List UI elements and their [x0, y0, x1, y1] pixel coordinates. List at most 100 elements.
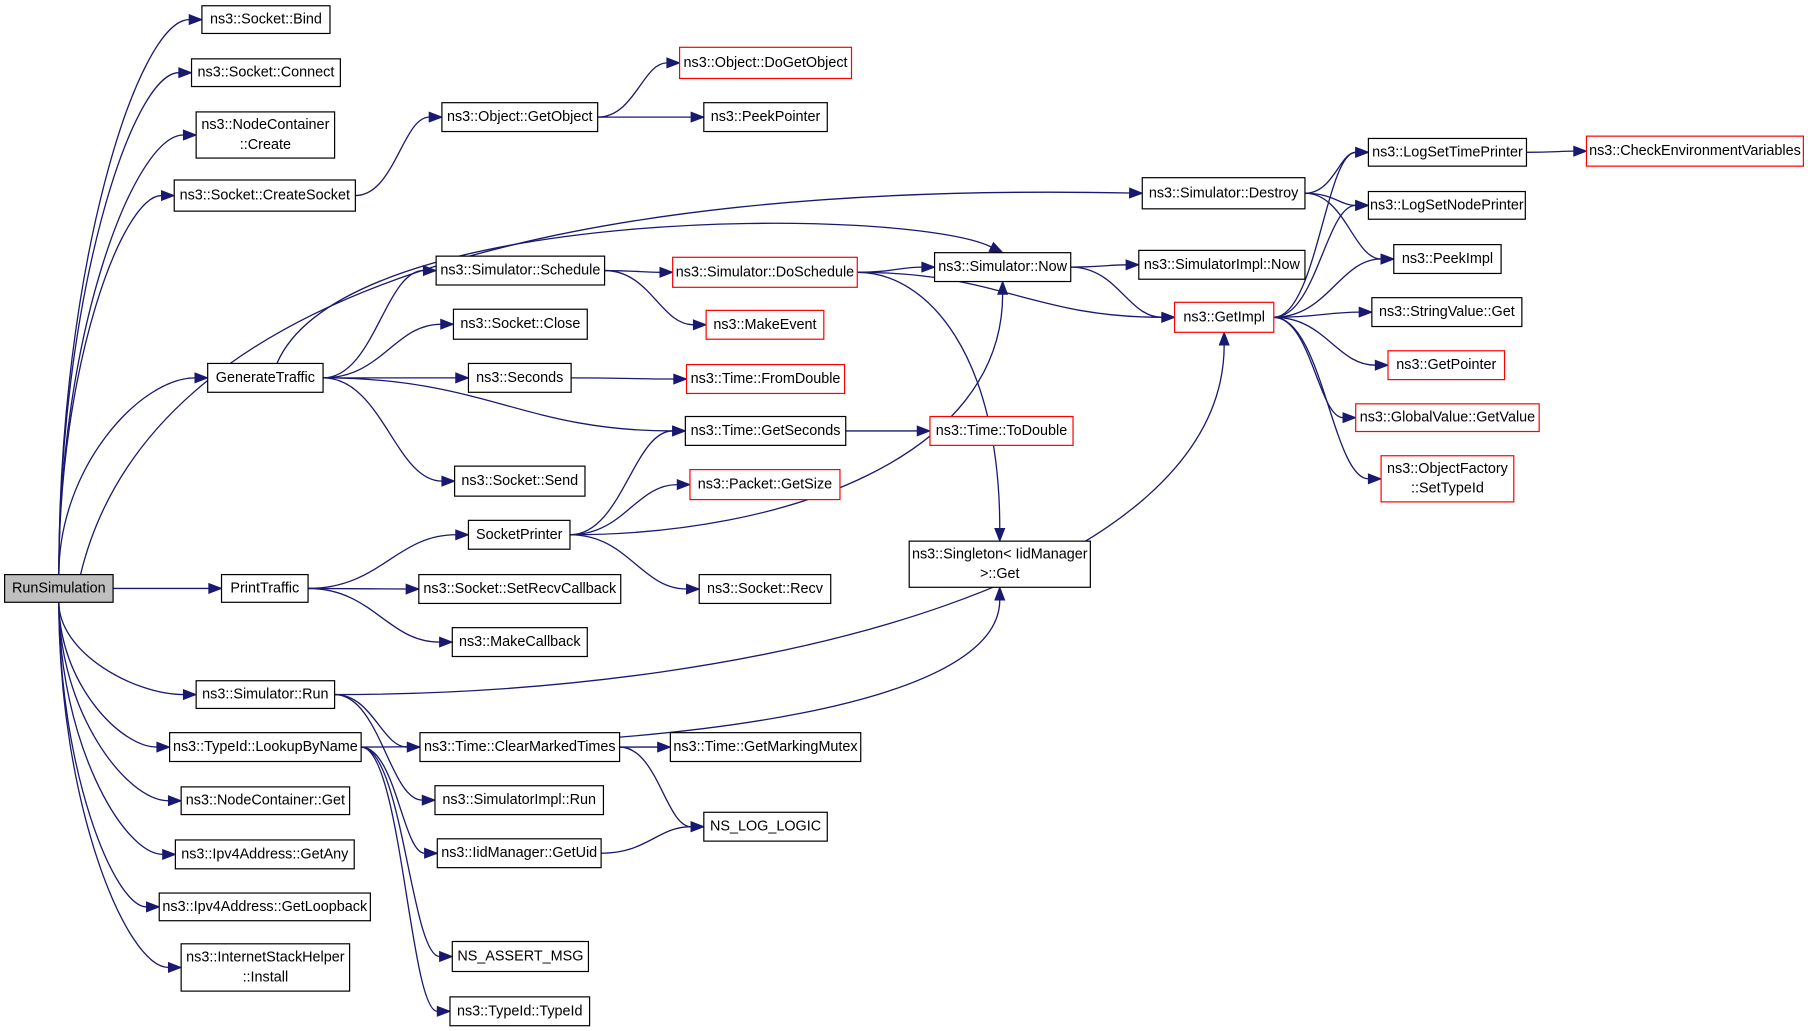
edge-line	[1273, 151, 1356, 318]
edge-socket_printer-to-packet_getsize	[569, 479, 692, 536]
node-label: ns3::Object::DoGetObject	[684, 55, 848, 71]
node-time-clearmarkedtimes[interactable]: ns3::Time::ClearMarkedTimes	[419, 732, 621, 763]
node-time-getmarkingmutex[interactable]: ns3::Time::GetMarkingMutex	[669, 732, 862, 763]
node-globalvalue-getvalue[interactable]: ns3::GlobalValue::GetValue	[1355, 403, 1540, 433]
node-iidmanager-getuid[interactable]: ns3::IidManager::GetUid	[436, 838, 602, 869]
arrowhead-icon	[994, 527, 1006, 543]
node-socket-close[interactable]: ns3::Socket::Close	[452, 308, 588, 340]
node-logsetnodeprinter[interactable]: ns3::LogSetNodePrinter	[1367, 190, 1526, 220]
node-nodecontainer-create[interactable]: ns3::NodeContainer::Create	[195, 111, 336, 159]
node-socket-send[interactable]: ns3::Socket::Send	[453, 465, 586, 497]
node-box	[4, 573, 114, 603]
node-box	[685, 363, 846, 395]
node-print-traffic[interactable]: PrintTraffic	[220, 573, 309, 603]
node-socket-printer[interactable]: SocketPrinter	[467, 519, 571, 550]
node-peekimpl[interactable]: ns3::PeekImpl	[1393, 244, 1502, 275]
arrowhead-icon	[1128, 187, 1144, 199]
edge-line	[308, 534, 456, 590]
node-singleton-get[interactable]: ns3::Singleton< IidManager >::Get	[908, 540, 1091, 588]
node-ns-assert-msg[interactable]: NS_ASSERT_MSG	[451, 940, 590, 973]
node-stringvalue-get[interactable]: ns3::StringValue::Get	[1371, 297, 1523, 328]
node-simulator-now[interactable]: ns3::Simulator::Now	[933, 252, 1072, 283]
arrowhead-icon	[690, 821, 706, 833]
edge-run_simulation-to-nodecontainer_get	[58, 602, 183, 807]
node-peekpointer[interactable]: ns3::PeekPointer	[703, 102, 828, 133]
node-socket-connect[interactable]: ns3::Socket::Connect	[190, 58, 341, 88]
edge-typeid_lookupbyname-to-iidmanager_getuid	[361, 746, 439, 859]
node-label: ns3::NodeContainer	[201, 117, 329, 133]
node-socket-bind[interactable]: ns3::Socket::Bind	[201, 5, 331, 35]
node-label: ns3::Ipv4Address::GetLoopback	[162, 899, 368, 915]
arrowhead-icon	[657, 741, 672, 753]
node-ipv4address-getloopback[interactable]: ns3::Ipv4Address::GetLoopback	[158, 892, 371, 922]
node-time-todouble[interactable]: ns3::Time::ToDouble	[929, 415, 1074, 446]
node-socket-createsocket[interactable]: ns3::Socket::CreateSocket	[173, 179, 356, 212]
edge-line	[58, 18, 190, 575]
edge-line	[355, 116, 430, 197]
arrowhead-icon	[1342, 412, 1358, 424]
edge-socket_printer-to-time_getseconds	[569, 425, 687, 536]
node-simulator-schedule[interactable]: ns3::Simulator::Schedule	[435, 255, 606, 286]
edge-line	[58, 602, 163, 856]
node-box	[1585, 135, 1804, 167]
node-label: ns3::Socket::SetRecvCallback	[423, 581, 617, 597]
node-ns-log-logic[interactable]: NS_LOG_LOGIC	[703, 811, 828, 842]
node-makeevent[interactable]: ns3::MakeEvent	[705, 309, 825, 340]
node-simulator-doschedule[interactable]: ns3::Simulator::DoSchedule	[672, 256, 858, 288]
arrowhead-icon	[178, 67, 193, 79]
node-label: ns3::Time::ToDouble	[936, 423, 1067, 439]
node-simulator-run[interactable]: ns3::Simulator::Run	[195, 680, 336, 710]
edge-typeid_lookupbyname-to-singleton_get	[361, 585, 1006, 748]
edge-generate_traffic-to-simulator_now	[276, 222, 1004, 364]
node-typeid-lookupbyname[interactable]: ns3::TypeId::LookupByName	[169, 732, 362, 763]
edge-line	[58, 377, 195, 575]
edge-getimpl-to-objectfactory_settypeid	[1273, 316, 1383, 485]
arrowhead-icon	[428, 111, 444, 123]
node-socket-setrecvcallback[interactable]: ns3::Socket::SetRecvCallback	[418, 573, 622, 605]
node-checkenvironmentvariables[interactable]: ns3::CheckEnvironmentVariables	[1585, 135, 1804, 167]
node-box	[435, 255, 606, 286]
node-nodecontainer-get[interactable]: ns3::NodeContainer::Get	[180, 786, 351, 816]
edge-object_getobject-to-peekpointer	[597, 111, 706, 123]
edge-line	[1304, 192, 1382, 260]
node-objectfactory-settypeid[interactable]: ns3::ObjectFactory::SetTypeId	[1380, 455, 1515, 503]
node-ipv4address-getany[interactable]: ns3::Ipv4Address::GetAny	[174, 839, 355, 870]
edge-time_clearmarkedtimes-to-time_getmarkingmutex	[619, 741, 672, 753]
edge-simulator_run-to-getimpl	[334, 330, 1230, 696]
edge-getimpl-to-logsettimeprinter	[1273, 146, 1370, 318]
node-socket-recv[interactable]: ns3::Socket::Recv	[698, 573, 832, 605]
edge-run_simulation-to-ipv4address_getloopback	[58, 602, 161, 913]
node-makecallback[interactable]: ns3::MakeCallback	[451, 627, 588, 658]
node-time-fromdouble[interactable]: ns3::Time::FromDouble	[685, 363, 846, 395]
node-logsettimeprinter[interactable]: ns3::LogSetTimePrinter	[1367, 137, 1528, 167]
node-box	[180, 786, 351, 816]
arrowhead-icon	[436, 1005, 452, 1017]
node-generate-traffic[interactable]: GenerateTraffic	[207, 362, 324, 393]
arrowhead-icon	[988, 241, 1004, 254]
node-simulatorimpl-run[interactable]: ns3::SimulatorImpl::Run	[434, 785, 605, 816]
node-typeid-typeid[interactable]: ns3::TypeId::TypeId	[449, 996, 591, 1027]
edge-line	[1070, 264, 1127, 268]
node-label: ns3::Seconds	[476, 370, 563, 386]
node-simulatorimpl-now[interactable]: ns3::SimulatorImpl::Now	[1138, 249, 1306, 280]
node-seconds[interactable]: ns3::Seconds	[467, 362, 572, 393]
node-internetstackhelper-install[interactable]: ns3::InternetStackHelper::Install	[180, 943, 351, 992]
arrowhead-icon	[208, 582, 223, 595]
edge-run_simulation-to-internetstackhelper_install	[58, 602, 183, 974]
edge-line	[571, 377, 674, 380]
node-object-getobject[interactable]: ns3::Object::GetObject	[441, 102, 599, 133]
edge-line	[619, 746, 692, 828]
node-label: ns3::Socket::Connect	[198, 65, 335, 81]
node-box	[158, 892, 371, 922]
node-label: ns3::PeekPointer	[711, 109, 821, 125]
node-getpointer[interactable]: ns3::GetPointer	[1387, 350, 1506, 381]
node-packet-getsize[interactable]: ns3::Packet::GetSize	[689, 468, 841, 501]
node-run-simulation[interactable]: RunSimulation	[4, 573, 114, 603]
node-object-dogetobject[interactable]: ns3::Object::DoGetObject	[678, 46, 853, 80]
node-time-getseconds[interactable]: ns3::Time::GetSeconds	[684, 415, 847, 446]
edge-print_traffic-to-makecallback	[308, 587, 454, 648]
node-getimpl[interactable]: ns3::GetImpl	[1173, 301, 1275, 333]
arrowhead-icon	[194, 372, 210, 384]
node-simulator-destroy[interactable]: ns3::Simulator::Destroy	[1141, 177, 1306, 210]
